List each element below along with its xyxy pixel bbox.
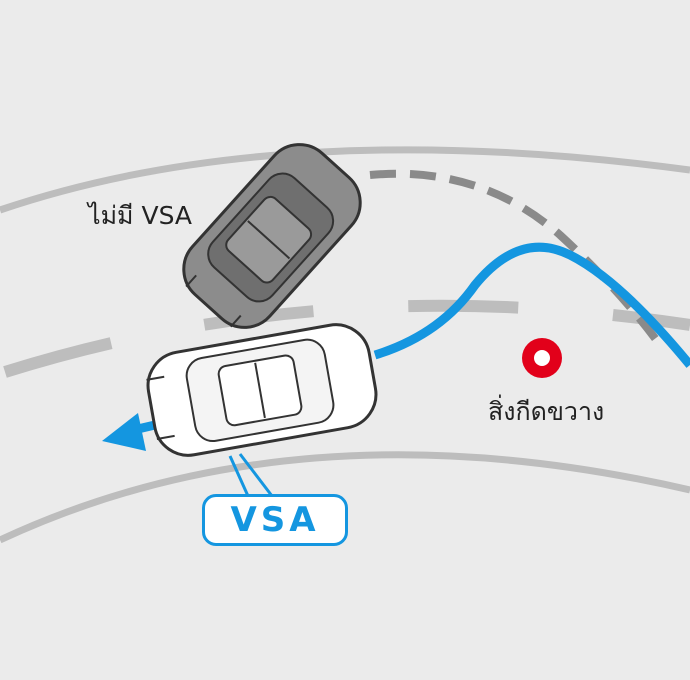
label-without-vsa: ไม่มี VSA [88, 201, 193, 230]
obstacle-marker-icon [522, 338, 562, 378]
road-edge-lower [0, 451, 690, 544]
path-without-vsa [369, 169, 664, 348]
path-with-vsa [373, 242, 690, 368]
car-without-vsa [182, 143, 362, 329]
lane-center-dashes [3, 299, 690, 378]
car-with-vsa [146, 323, 378, 457]
vsa-label-text: VSA [230, 500, 320, 540]
vsa-direction-arrow-icon [102, 413, 146, 451]
vsa-callout-pointer [228, 453, 274, 497]
vsa-label-box: VSA [202, 494, 348, 546]
label-obstacle: สิ่งกีดขวาง [488, 397, 605, 426]
